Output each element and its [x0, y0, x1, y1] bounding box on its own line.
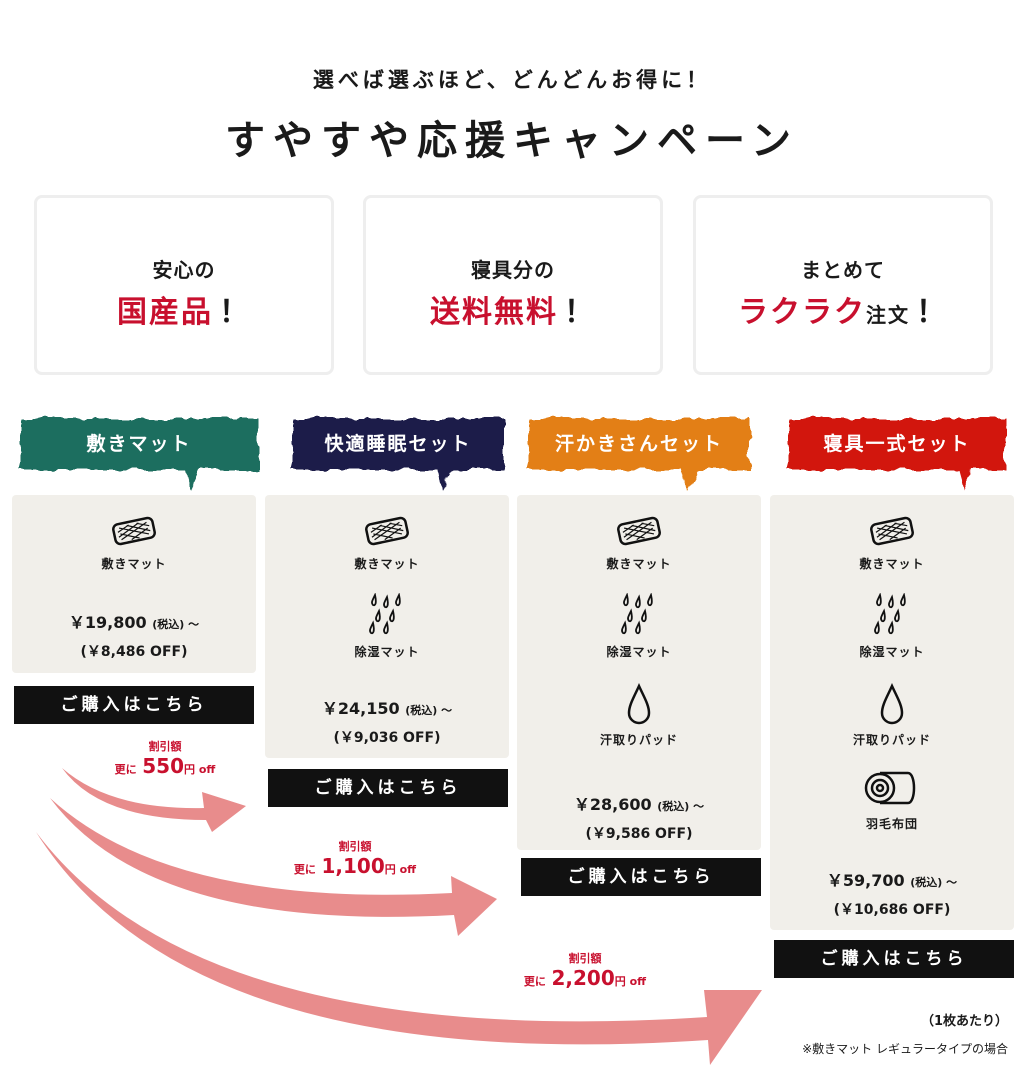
feature-box-domestic: 安心の 国産品！ — [34, 195, 334, 375]
buy-button-full[interactable]: ご購入はこちら — [774, 940, 1014, 978]
set-price: ￥19,800 (税込) ～ (￥8,486 OFF) — [12, 609, 256, 661]
discount-label-550: 割引額 更に 550円 off — [114, 740, 216, 778]
item-dehumidifier: 除湿マット — [265, 593, 509, 660]
item-name: 敷きマット — [606, 557, 672, 571]
feature-big-text: ラクラク注文！ — [738, 295, 948, 330]
buy-button-comfort[interactable]: ご購入はこちら — [268, 769, 508, 807]
mattress-icon — [870, 516, 914, 546]
feature-small-text: 寝具分の — [471, 258, 555, 282]
set-card-full: 敷きマット 除湿マット 汗取りパッド 羽毛布団 ￥59,700 (税込) ～ (… — [770, 495, 1014, 930]
futon-roll-icon — [864, 771, 916, 805]
item-mattress: 敷きマット — [770, 513, 1014, 572]
item-name: 汗取りパッド — [852, 733, 931, 747]
off-amount: (￥10,686 OFF) — [833, 902, 951, 918]
item-sweat-pad: 汗取りパッド — [770, 683, 1014, 748]
item-name: 羽毛布団 — [865, 817, 918, 831]
item-down-comforter: 羽毛布団 — [770, 767, 1014, 832]
set-tag-mattress: 敷きマット — [14, 410, 264, 490]
mattress-icon — [617, 516, 661, 546]
discount-label-1100: 割引額 更に 1,100円 off — [293, 840, 417, 878]
feature-big-text: 国産品！ — [117, 295, 251, 330]
campaign-title: すやすや応援キャンペーン — [225, 118, 799, 164]
item-dehumidifier: 除湿マット — [770, 593, 1014, 660]
set-card-sweat: 敷きマット 除湿マット 汗取りパッド ￥28,600 (税込) ～ (￥9,58… — [517, 495, 761, 850]
set-price: ￥28,600 (税込) ～ (￥9,586 OFF) — [517, 791, 761, 843]
feature-box-free-shipping: 寝具分の 送料無料！ — [363, 195, 663, 375]
arrow-shape-medium — [50, 798, 497, 936]
set-tag-label: 汗かきさんセット — [554, 433, 723, 455]
mattress-icon — [112, 516, 156, 546]
droplets-icon — [621, 593, 653, 635]
footnote: ※敷きマット レギュラータイプの場合 — [802, 1042, 1008, 1056]
per-unit-note: （1枚あたり） — [920, 1014, 1008, 1029]
set-card-mattress: 敷きマット ￥19,800 (税込) ～ (￥8,486 OFF) — [12, 495, 256, 673]
drop-icon — [880, 683, 904, 725]
set-price: ￥24,150 (税込) ～ (￥9,036 OFF) — [265, 695, 509, 747]
off-amount: (￥8,486 OFF) — [80, 644, 188, 660]
feature-box-easy-order: まとめて ラクラク注文！ — [693, 195, 993, 375]
droplets-icon — [874, 593, 906, 635]
item-name: 敷きマット — [101, 557, 167, 571]
set-tag-label: 敷きマット — [86, 433, 192, 455]
buy-button-sweat[interactable]: ご購入はこちら — [521, 858, 761, 896]
mattress-icon — [365, 516, 409, 546]
set-tag-comfort: 快適睡眠セット — [286, 410, 510, 490]
set-tag-full: 寝具一式セット — [782, 410, 1012, 490]
droplets-icon — [369, 593, 401, 635]
off-amount: (￥9,586 OFF) — [585, 826, 693, 842]
item-mattress: 敷きマット — [517, 513, 761, 572]
feature-small-text: まとめて — [801, 258, 885, 282]
item-name: 除湿マット — [354, 645, 420, 659]
item-name: 除湿マット — [859, 645, 925, 659]
item-name: 敷きマット — [354, 557, 420, 571]
item-mattress: 敷きマット — [265, 513, 509, 572]
set-price: ￥59,700 (税込) ～ (￥10,686 OFF) — [770, 867, 1014, 919]
item-name: 汗取りパッド — [599, 733, 678, 747]
item-sweat-pad: 汗取りパッド — [517, 683, 761, 748]
off-amount: (￥9,036 OFF) — [333, 730, 441, 746]
buy-button-mattress[interactable]: ご購入はこちら — [14, 686, 254, 724]
campaign-subtitle: 選べば選ぶほど、どんどんお得に！ — [312, 68, 712, 92]
item-mattress: 敷きマット — [12, 513, 256, 572]
set-tag-label: 寝具一式セット — [823, 433, 971, 455]
drop-icon — [627, 683, 651, 725]
set-tag-sweat: 汗かきさんセット — [522, 410, 756, 490]
item-name: 敷きマット — [859, 557, 925, 571]
feature-big-text: 送料無料！ — [430, 295, 596, 330]
item-name: 除湿マット — [606, 645, 672, 659]
set-tag-label: 快適睡眠セット — [324, 433, 472, 455]
discount-label-2200: 割引額 更に 2,200円 off — [523, 952, 647, 990]
item-dehumidifier: 除湿マット — [517, 593, 761, 660]
set-card-comfort: 敷きマット 除湿マット ￥24,150 (税込) ～ (￥9,036 OFF) — [265, 495, 509, 758]
feature-small-text: 安心の — [152, 258, 216, 282]
